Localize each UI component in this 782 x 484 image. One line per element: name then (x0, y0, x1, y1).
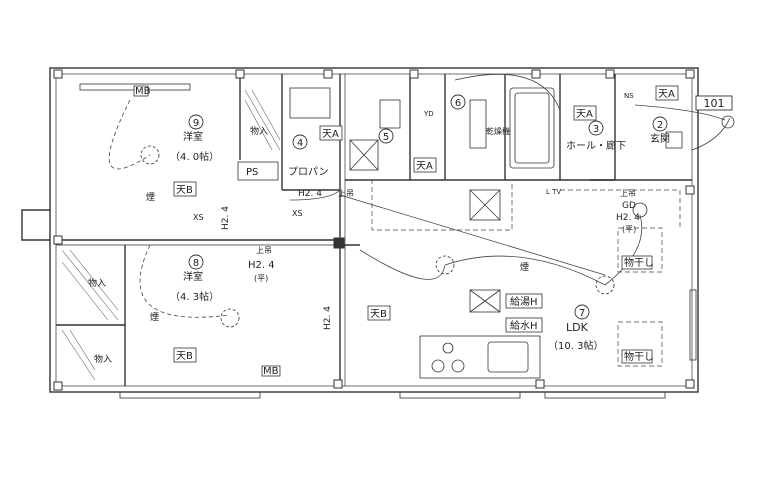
smoke-2: 煙 (150, 312, 159, 323)
room9-area: （4. 0帖） (170, 150, 219, 163)
room8-area: （4. 3帖） (170, 290, 219, 303)
room5-number: 5 (383, 132, 389, 143)
walls (21, 67, 699, 393)
room8-ceiling: (平) (254, 274, 268, 283)
unit-label: 101 (704, 97, 725, 110)
room7-number: 7 (579, 308, 585, 319)
dashed-areas (371, 179, 681, 367)
monoire-label-2: 物入 (88, 277, 106, 289)
unit-label-box (695, 95, 733, 111)
room2-number: 2 (657, 120, 663, 131)
label-boxes (133, 85, 679, 377)
height-left: H2. 4 (221, 206, 231, 230)
xs-2: XS (292, 209, 303, 218)
room9-name: 洋室 (183, 130, 203, 143)
light-fixtures (140, 145, 648, 328)
mb-label-2: MB (263, 366, 279, 377)
tenA-label-3: 天A (322, 129, 339, 140)
room6-number: 6 (455, 98, 461, 109)
room8-height: H2. 4 (248, 260, 275, 271)
height-mid: H2. 4 (298, 189, 322, 199)
height-ldk: H2. 4 (323, 306, 333, 330)
room9-number: 9 (193, 118, 199, 129)
room8-name: 洋室 (183, 270, 203, 283)
room2-name: 玄関 (650, 132, 670, 145)
room7-area: （10. 3帖） (548, 339, 603, 352)
monoire-label-3: 物入 (94, 353, 112, 365)
monoire-label-1: 物入 (250, 125, 268, 137)
propane-label: プロパン (288, 166, 329, 178)
bathroom-fixtures (289, 87, 555, 313)
hall-height: H2. 4 (616, 213, 640, 223)
room4-number: 4 (297, 138, 303, 149)
tenB-label-3: 天B (370, 309, 387, 320)
room7-name: LDK (566, 321, 589, 334)
smoke-1: 煙 (146, 192, 155, 203)
monohoshi-label-2: 物干し (624, 350, 654, 363)
ltv-label: L TV (546, 188, 561, 196)
gd-label: GD (622, 201, 636, 211)
ps-label: PS (246, 167, 258, 178)
kyusui-label: 給水H (510, 319, 538, 332)
ns-label: NS (624, 92, 634, 100)
joshaku-1: 上吊 (256, 246, 272, 255)
tenA-label-1: 天A (576, 109, 593, 120)
room3-name: ホール・廊下 (566, 139, 626, 152)
smoke-3: 煙 (520, 262, 529, 273)
room3-number: 3 (593, 124, 599, 135)
yd-label: YD (423, 110, 434, 118)
entrance-door (665, 115, 735, 151)
room-number-circles (188, 94, 668, 320)
tenA-label-2: 天A (658, 89, 675, 100)
tenA-label-4: 天A (416, 161, 433, 172)
xs-1: XS (193, 213, 204, 222)
monohoshi-label-1: 物干し (624, 256, 654, 269)
tenB-label-1: 天B (176, 185, 193, 196)
tenB-label-2: 天B (176, 351, 193, 362)
kitchen-counter (419, 335, 541, 379)
joshaku-2: 上吊 (338, 189, 354, 198)
mb-label-1: MB (135, 86, 151, 97)
hall-ceiling: (平) (622, 225, 636, 234)
kyutoh-label: 給湯H (510, 295, 538, 308)
joshaku-3: 上吊 (620, 189, 636, 198)
room8-number: 8 (193, 258, 199, 269)
wiring (108, 73, 726, 318)
kansou-label: 乾燥機 (486, 126, 510, 136)
columns (53, 69, 695, 391)
closet-hatch (61, 89, 281, 381)
